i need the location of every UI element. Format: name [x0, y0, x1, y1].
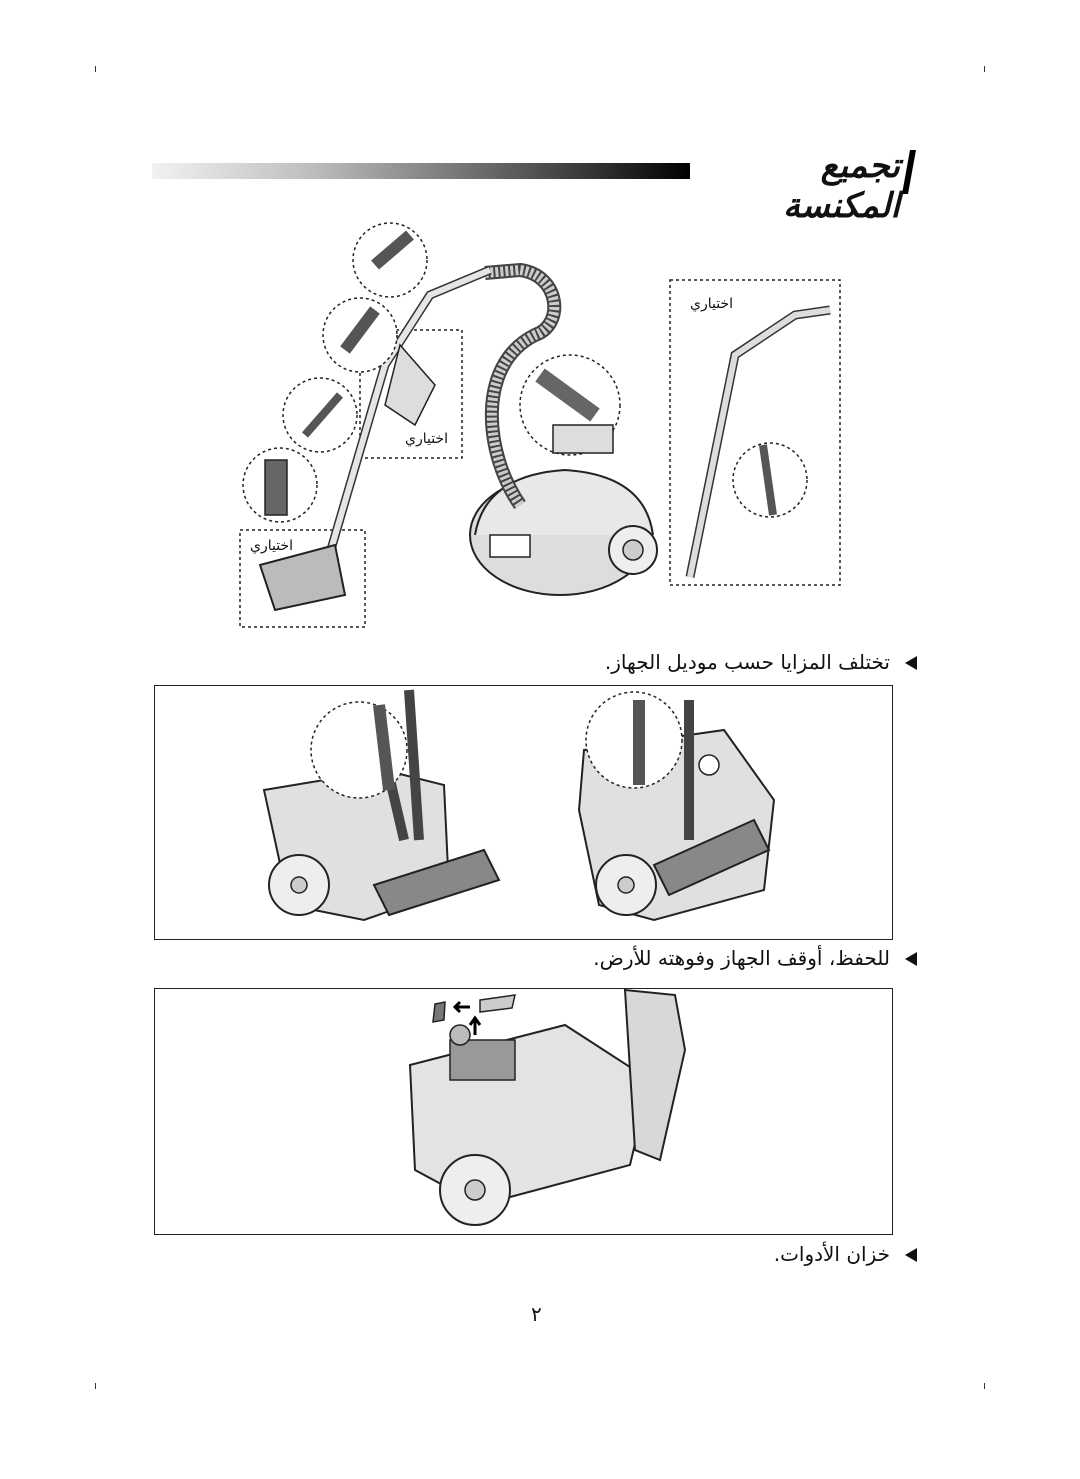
caption-models-note: تختلف المزايا حسب موديل الجهاز. — [604, 650, 890, 674]
title-gradient-bar — [152, 163, 690, 179]
bullet-arrow — [905, 1248, 917, 1262]
title-slash-mark — [902, 150, 916, 194]
crop-mark-bottom-right — [984, 1383, 985, 1389]
crop-mark-bottom-left — [95, 1383, 96, 1389]
optional-label-middle: اختياري — [405, 431, 448, 447]
crop-mark-top-right — [984, 66, 985, 72]
storage-illustration — [262, 689, 776, 922]
assembly-illustration — [239, 222, 841, 628]
accessory-illustration — [408, 988, 687, 1226]
page-title: تجميع المكنسة — [782, 146, 900, 226]
bullet-arrow — [905, 952, 917, 966]
page-number: ٢ — [531, 1302, 542, 1326]
optional-label-left: اختياري — [250, 538, 293, 554]
bullet-arrow — [905, 656, 917, 670]
crop-mark-top-left — [95, 66, 96, 72]
caption-storage-note: للحفظ، أوقف الجهاز وفوهته للأرض. — [593, 946, 890, 970]
optional-label-right: اختياري — [690, 296, 733, 312]
caption-accessory-storage: خزان الأدوات. — [773, 1242, 890, 1266]
